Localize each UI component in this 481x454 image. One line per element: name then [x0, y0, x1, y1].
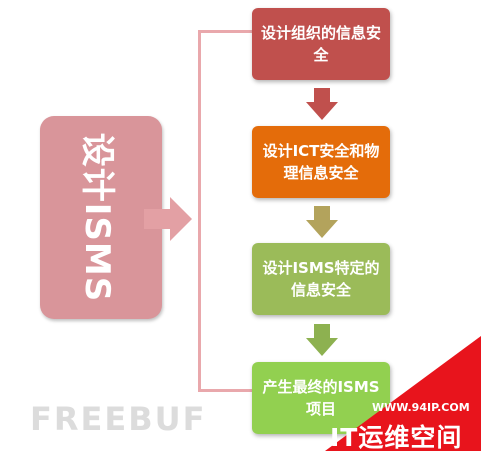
bracket-top-line — [198, 30, 254, 33]
main-block: 设计ISMS — [40, 116, 162, 319]
down-arrow-1-icon — [306, 88, 338, 120]
main-arrow-icon — [144, 197, 192, 241]
bracket-vertical-line — [198, 30, 201, 392]
watermark-it-text: IT运维空间 — [330, 423, 463, 452]
step-2-box: 设计ICT安全和物理信息安全 — [252, 126, 390, 198]
step-4-label: 产生最终的ISMS项目 — [262, 378, 380, 418]
step-2-label: 设计ICT安全和物理信息安全 — [262, 142, 380, 182]
step-3-label: 设计ISMS特定的信息安全 — [262, 259, 380, 299]
watermark-url: WWW.94IP.COM — [372, 401, 470, 414]
bracket-bottom-line — [198, 389, 254, 392]
step-1-label: 设计组织的信息安全 — [260, 24, 381, 64]
freebuf-watermark: FREEBUF — [30, 400, 207, 438]
down-arrow-3-icon — [306, 324, 338, 356]
down-arrow-2-icon — [306, 206, 338, 238]
step-1-box: 设计组织的信息安全 — [252, 8, 390, 80]
step-3-box: 设计ISMS特定的信息安全 — [252, 243, 390, 315]
